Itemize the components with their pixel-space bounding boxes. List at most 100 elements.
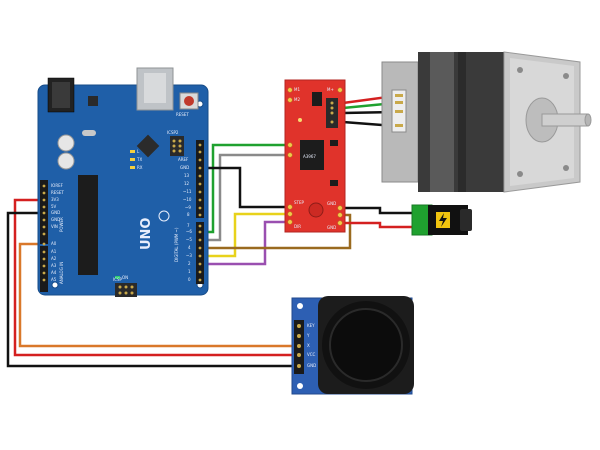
joystick-pin-label: Y bbox=[306, 333, 310, 338]
driver-potentiometer[interactable] bbox=[308, 202, 324, 218]
barrel-jack-inner bbox=[52, 82, 70, 108]
power-pin-label: 3V3 bbox=[51, 197, 59, 202]
driver-pin-label: M2 bbox=[294, 97, 300, 102]
analog-pin-label: A5 bbox=[51, 277, 57, 282]
joystick-pin-label: VCC bbox=[307, 352, 316, 357]
power-pin-label: GND bbox=[51, 217, 60, 222]
digital-pin-label: 7 bbox=[187, 223, 190, 228]
joystick-module: KEY Y X VCC GND bbox=[291, 296, 414, 395]
joystick-pin-label: GND bbox=[307, 363, 316, 368]
gnd-pin-label: GND bbox=[180, 165, 189, 170]
power-pin-labels: IOREF RESET 3V3 5V GND GND VIN bbox=[51, 183, 64, 229]
arduino-logo-icon bbox=[158, 210, 170, 222]
led-l-label: L bbox=[137, 149, 140, 154]
digital-pin-label: 4 bbox=[188, 245, 191, 250]
capacitor bbox=[57, 134, 75, 152]
driver-regulator bbox=[312, 92, 322, 106]
led-rx bbox=[130, 166, 135, 169]
digital-pin-label: 8 bbox=[187, 212, 190, 217]
led-tx-label: TX bbox=[136, 157, 142, 162]
joystick-pin-label: KEY bbox=[307, 323, 315, 328]
capacitor bbox=[57, 152, 75, 170]
mounting-hole bbox=[51, 281, 59, 289]
power-jack-barrel bbox=[460, 209, 472, 231]
voltage-regulator bbox=[88, 96, 98, 106]
led-tx bbox=[130, 158, 135, 161]
driver-pin-label: STEP bbox=[294, 200, 305, 205]
driver-chip-label: A3967 bbox=[303, 154, 316, 159]
wire-orange-x bbox=[18, 242, 298, 348]
led-on bbox=[115, 276, 120, 279]
analog-section-label: ANALOG IN bbox=[59, 262, 64, 284]
motor-shaft bbox=[541, 113, 589, 127]
wire-black-gnd-joystick bbox=[6, 211, 298, 368]
analog-pin-label: A1 bbox=[51, 249, 57, 254]
analog-pin-label: A3 bbox=[51, 263, 57, 268]
driver-pin-label: GND bbox=[327, 225, 336, 230]
driver-pin-label: M1 bbox=[294, 87, 300, 92]
digital-pin-label: ~10 bbox=[183, 197, 192, 202]
motor-body-band bbox=[458, 52, 466, 192]
led-on-label: ON bbox=[122, 275, 128, 280]
wires bbox=[6, 94, 418, 368]
wire-gray-dir bbox=[203, 153, 290, 242]
microcontroller bbox=[78, 175, 98, 275]
driver-component bbox=[330, 140, 338, 146]
driver-led bbox=[298, 118, 302, 122]
digital-pin-label: 13 bbox=[184, 173, 190, 178]
led-l bbox=[130, 150, 135, 153]
wire-black-power bbox=[343, 206, 418, 215]
analog-pin-label: A0 bbox=[51, 241, 57, 246]
driver-pin-label: M+ bbox=[327, 87, 334, 92]
joystick-mount-hole bbox=[297, 303, 303, 309]
joystick-pin-labels: KEY Y X VCC GND bbox=[306, 323, 316, 368]
motor-shaft-end bbox=[584, 113, 592, 127]
power-section-label: POWER bbox=[59, 217, 64, 232]
power-pin-label: 5V bbox=[51, 204, 57, 209]
wire-yellow-m1 bbox=[203, 212, 290, 258]
analog-pin-label: A2 bbox=[51, 256, 57, 261]
stepper-motor bbox=[381, 51, 592, 193]
wire-red-vcc bbox=[13, 198, 298, 357]
driver-pin-label: GND bbox=[327, 201, 336, 206]
icsp-label: ICSP bbox=[113, 277, 123, 282]
digital-pin-label: 1 bbox=[188, 269, 191, 274]
joystick-pin-label: X bbox=[307, 343, 310, 348]
icsp2-header bbox=[170, 136, 184, 156]
power-pin-label: VIN bbox=[51, 224, 58, 229]
arduino-uno-board: RESET ICSP2 UNO L TX RX ON bbox=[37, 67, 209, 297]
right-header-pins bbox=[198, 143, 202, 282]
wire-purple-m2 bbox=[203, 220, 290, 266]
power-pin-label: IOREF bbox=[51, 183, 64, 188]
digital-pin-label: ~11 bbox=[183, 189, 192, 194]
reset-button-cap[interactable] bbox=[184, 96, 194, 106]
motor-mount-hole bbox=[563, 165, 569, 171]
power-pin-label: GND bbox=[51, 210, 60, 215]
power-jack bbox=[411, 204, 472, 236]
usb-connector-inner bbox=[144, 73, 166, 103]
wire-green-step bbox=[203, 143, 290, 234]
driver-pads bbox=[287, 87, 343, 226]
wire-brown-sleep bbox=[203, 213, 352, 250]
stepper-driver-board: A3967 M1 M2 STEP DIR GND GND M+ bbox=[284, 79, 346, 233]
wire-black-gnd-driver bbox=[195, 166, 290, 209]
aref-pin-label: AREF bbox=[178, 157, 189, 162]
analog-pin-labels: A0 A1 A2 A3 A4 A5 bbox=[51, 241, 57, 282]
motor-body-shade bbox=[430, 52, 454, 192]
crystal bbox=[82, 130, 96, 136]
wire-red-power bbox=[343, 221, 418, 229]
analog-pin-label: A4 bbox=[51, 270, 57, 275]
led-rx-label: RX bbox=[137, 165, 143, 170]
joystick-thumbstick[interactable] bbox=[329, 308, 403, 382]
driver-chip bbox=[300, 140, 324, 170]
digital-pin-label: ~9 bbox=[185, 205, 191, 210]
motor-mount-hole bbox=[517, 67, 523, 73]
analog-header bbox=[40, 246, 48, 292]
left-header-pins bbox=[42, 184, 46, 282]
lightning-bolt-icon bbox=[439, 213, 447, 227]
icsp-header bbox=[115, 283, 137, 297]
motor-mount-hole bbox=[563, 73, 569, 79]
digital-header-lower bbox=[196, 222, 204, 284]
driver-pin-label: DIR bbox=[294, 224, 301, 229]
